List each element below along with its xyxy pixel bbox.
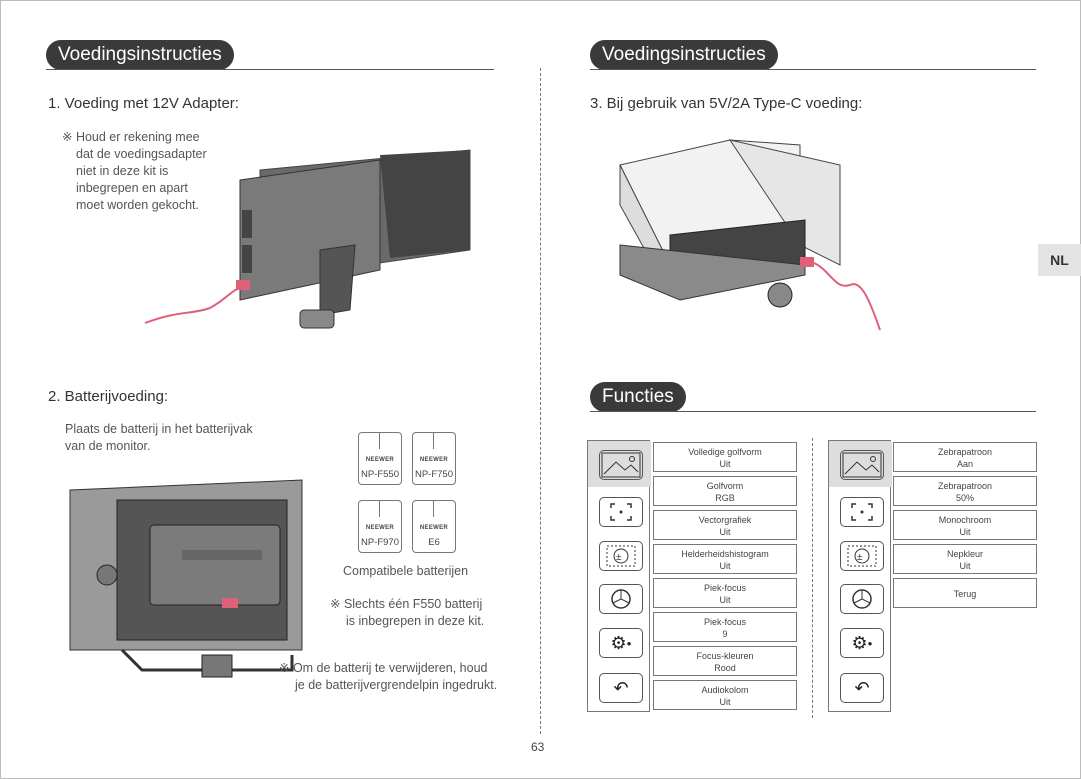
image-icon[interactable] [599, 450, 643, 480]
column-divider [540, 68, 541, 734]
adapter-note: ※ Houd er rekening mee dat de voedingsad… [62, 130, 207, 212]
svg-text:±: ± [857, 552, 863, 563]
focus-frame-icon[interactable] [840, 497, 884, 527]
image-icon[interactable] [840, 450, 884, 480]
menu-divider [812, 438, 813, 718]
gear-icon[interactable]: ⚙● [840, 628, 884, 658]
exposure-icon[interactable]: ± [599, 541, 643, 571]
section-title-right: Voedingsinstructies [590, 40, 778, 70]
back-arrow-icon[interactable]: ↶ [599, 673, 643, 703]
language-tab-nl: NL [1038, 244, 1081, 276]
heading-12v-adapter: 1. Voeding met 12V Adapter: [48, 95, 239, 112]
heading-type-c: 3. Bij gebruik van 5V/2A Type-C voeding: [590, 95, 863, 112]
functions-rule [590, 411, 1036, 412]
menu2-icon-panel: ± ⚙● ↶ [828, 440, 892, 712]
exposure-icon[interactable]: ± [840, 541, 884, 571]
functions-title: Functies [590, 382, 686, 412]
gear-icon[interactable]: ⚙● [599, 628, 643, 658]
compatible-batteries-label: Compatibele batterijen [343, 564, 469, 578]
menu2-back[interactable]: Terug [893, 578, 1037, 608]
page-number: 63 [531, 740, 545, 754]
aperture-icon[interactable] [599, 584, 643, 614]
svg-text:±: ± [616, 552, 622, 563]
monitor-battery-illustration [69, 479, 303, 678]
section-title-left: Voedingsinstructies [46, 40, 234, 70]
remove-battery-note: ※ Om de batterij te verwijderen, houd je… [279, 661, 498, 692]
section-rule-left [46, 69, 494, 70]
section-rule-right [590, 69, 1036, 70]
heading-battery: 2. Batterijvoeding: [48, 388, 169, 405]
monitor-adapter-illustration [144, 149, 471, 329]
focus-frame-icon[interactable] [599, 497, 643, 527]
battery-note: Plaats de batterij in het batterijvak va… [65, 422, 253, 453]
aperture-icon[interactable] [840, 584, 884, 614]
only-one-battery-note: ※ Slechts één F550 batterij is inbegrepe… [330, 597, 485, 628]
back-arrow-icon[interactable]: ↶ [840, 673, 884, 703]
monitor-type-c-illustration [619, 139, 881, 331]
menu1-icon-panel: ± ⚙● ↶ [587, 440, 651, 712]
